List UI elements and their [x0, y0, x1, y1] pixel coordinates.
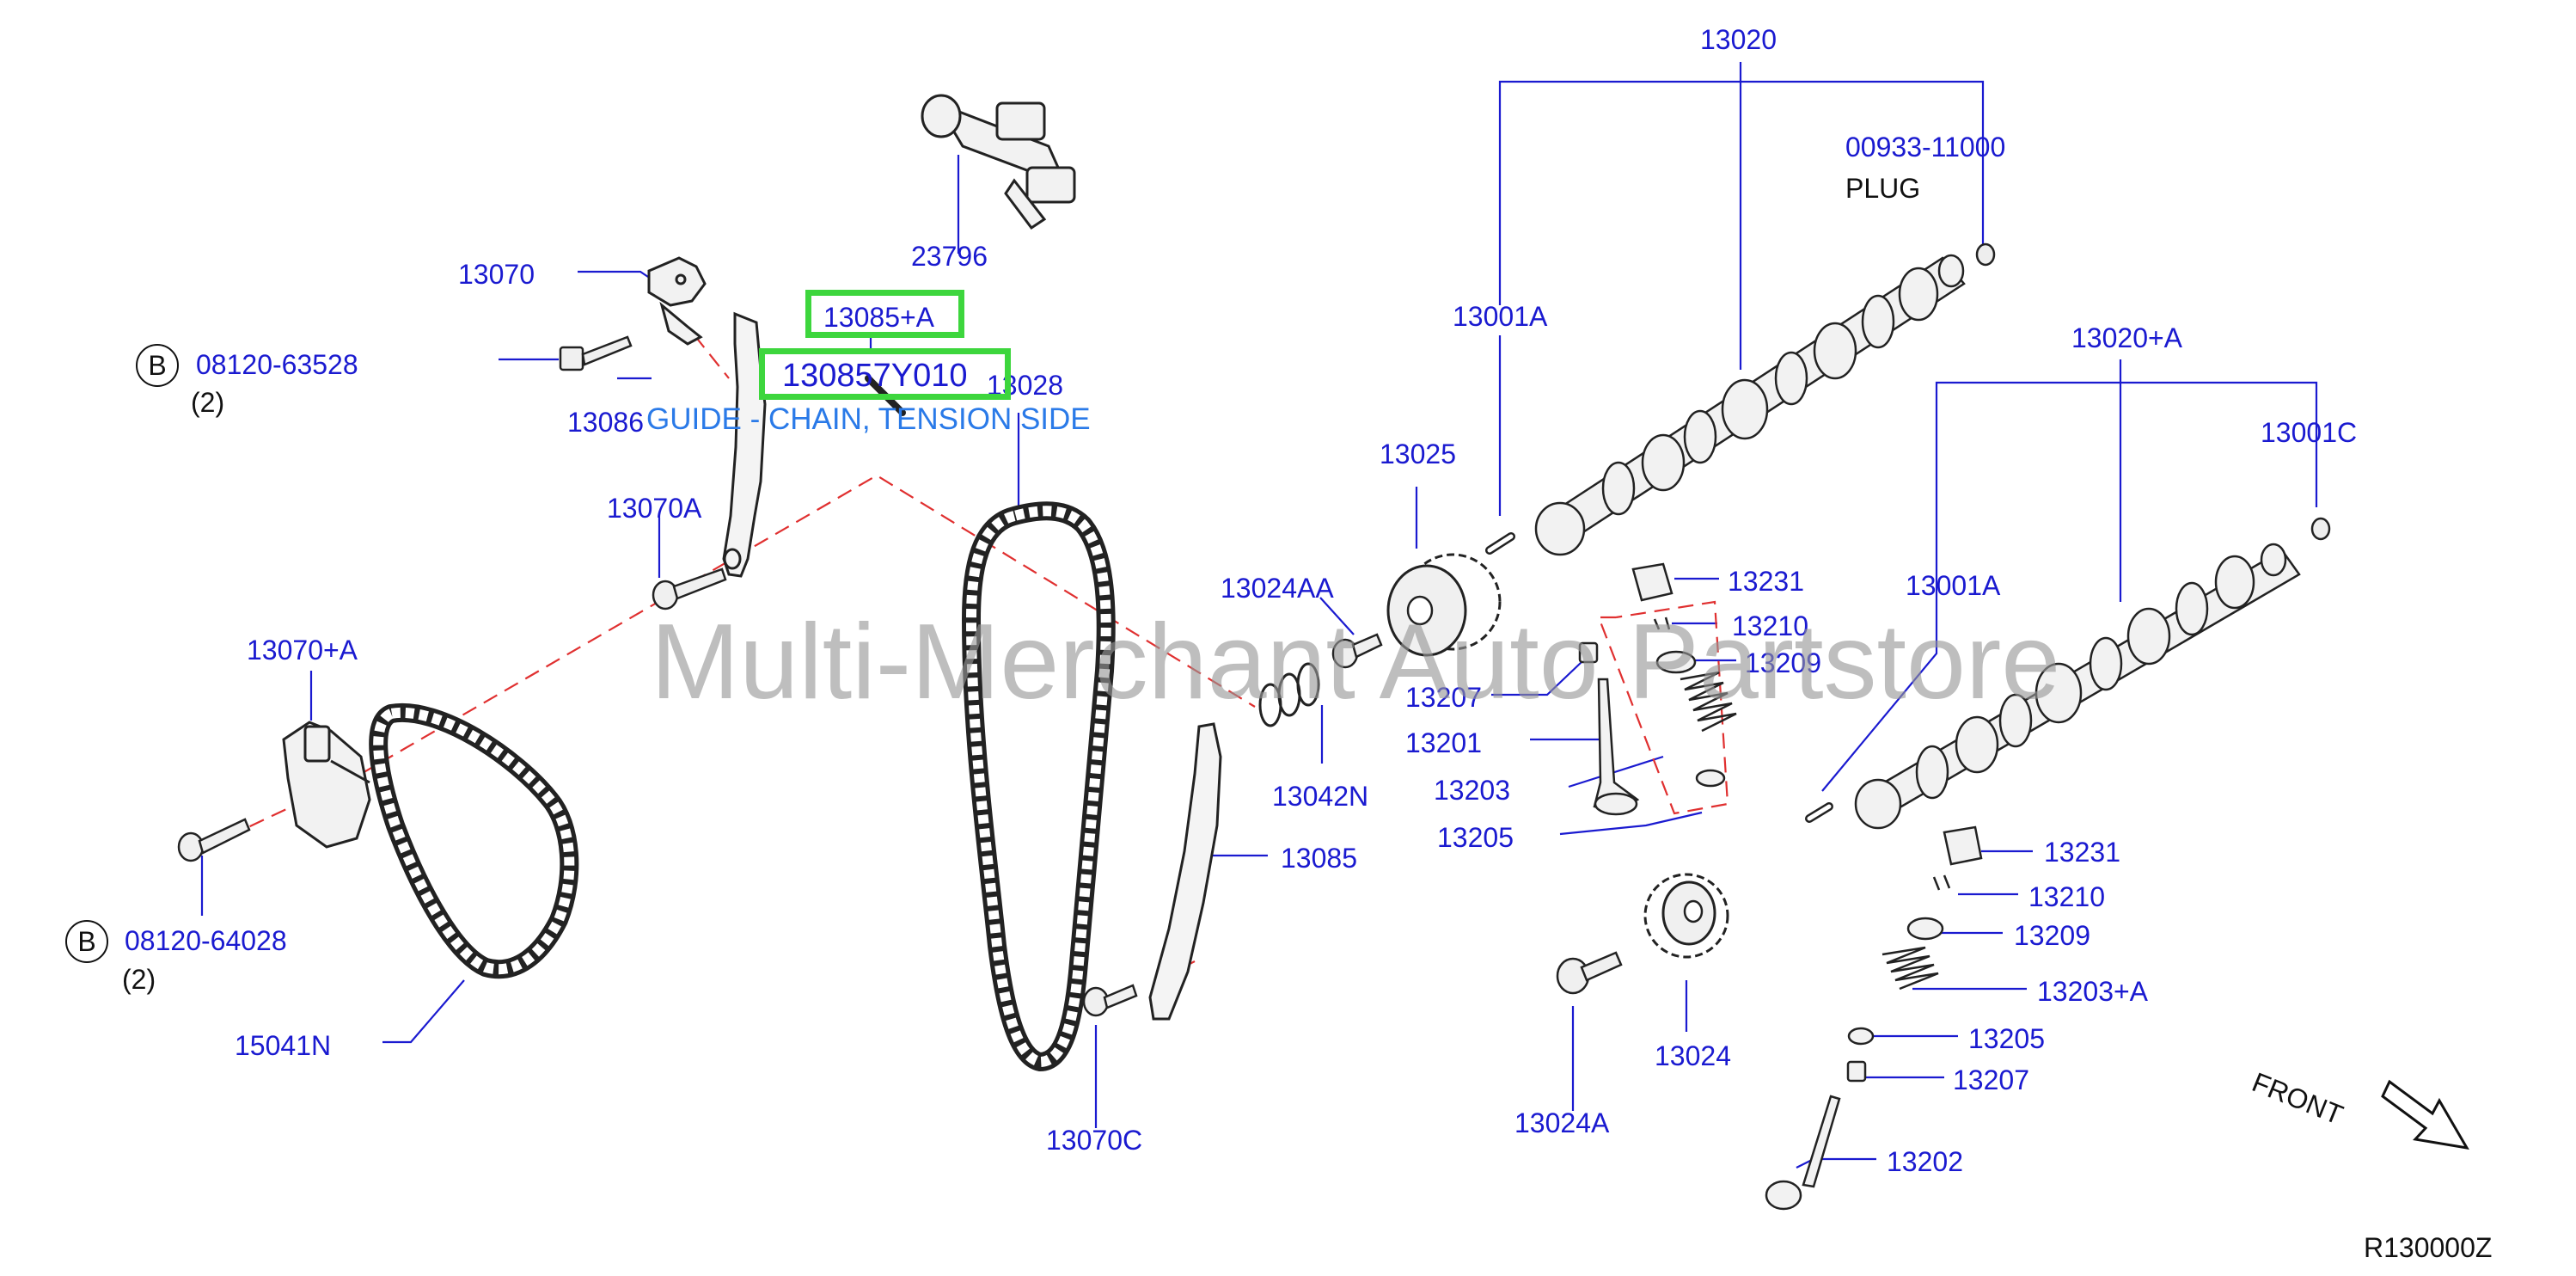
label-13001a-top: 13001A: [1453, 301, 1548, 332]
label-13203a: 13203+A: [2037, 976, 2149, 1007]
dowel-pin-upper: [1485, 532, 1515, 555]
leader-13207-top: [1491, 661, 1582, 696]
chain-13028: [961, 501, 1116, 1072]
bolt-08120-63528: [559, 335, 633, 371]
label-13231-low: 13231: [2044, 837, 2120, 868]
leader-lines: [200, 62, 2318, 1169]
chain-15041n: [369, 702, 579, 979]
label-13210-low: 13210: [2028, 881, 2105, 912]
leader-13070: [578, 270, 654, 281]
label-13086: 13086: [567, 407, 644, 438]
guide-description: GUIDE - CHAIN, TENSION SIDE: [646, 402, 1091, 436]
tensioner-13070: [647, 256, 707, 346]
label-13201: 13201: [1405, 727, 1482, 758]
dash-tensioner: [694, 334, 730, 379]
camshaft-upper: [1534, 254, 1966, 556]
label-13070c: 13070C: [1046, 1125, 1143, 1156]
label-13085: 13085: [1281, 843, 1357, 874]
label-13209-top: 13209: [1745, 647, 1821, 678]
label-08120-63528: 08120-63528: [196, 349, 358, 380]
label-13020: 13020: [1700, 24, 1777, 55]
label-23796: 23796: [911, 241, 988, 272]
label-plug: PLUG: [1845, 173, 1921, 204]
label-13203: 13203: [1434, 775, 1510, 806]
guide-tension-side: [722, 311, 767, 578]
bolt-13070a: [652, 567, 727, 610]
label-13070: 13070: [458, 259, 535, 290]
valve-train-upper: [1578, 562, 1737, 816]
leader-13001a-lower: [1821, 615, 1938, 792]
guide-slack-side: [1148, 722, 1222, 1021]
label-qty-low: (2): [122, 964, 156, 995]
label-13209-low: 13209: [2014, 920, 2090, 951]
camshaft-lower: [1854, 543, 2301, 830]
label-13070pa: 13070+A: [247, 635, 358, 666]
label-13207-low: 13207: [1953, 1064, 2029, 1095]
leader-13020a-bracket: [1935, 381, 2318, 615]
dowel-pin-lower: [1805, 802, 1833, 823]
leader-13024aa: [1319, 597, 1355, 635]
label-13024a: 13024A: [1514, 1107, 1610, 1138]
label-13231-top: 13231: [1728, 566, 1804, 597]
dash-valve-box: [1597, 600, 1729, 815]
o-rings-13042n: [1258, 662, 1320, 727]
sprocket-13025: [1386, 553, 1502, 657]
circle-b-low: B: [65, 920, 108, 963]
label-13024aa: 13024AA: [1221, 573, 1334, 604]
label-13207-top: 13207: [1405, 682, 1482, 713]
label-13025: 13025: [1380, 439, 1456, 469]
highlight-part-13085a[interactable]: 13085+A: [823, 302, 935, 333]
label-08120-64028: 08120-64028: [125, 925, 287, 956]
bolt-13024aa: [1331, 633, 1383, 669]
bolts: [177, 335, 1623, 1017]
label-13210-top: 13210: [1732, 610, 1808, 641]
label-13001c: 13001C: [2261, 417, 2358, 448]
valve-train-lower: [1765, 825, 1983, 1211]
circle-b-top: B: [136, 344, 179, 387]
watermark: Multi-Merchant Auto Partstore: [651, 603, 2061, 721]
label-13024: 13024: [1655, 1040, 1731, 1071]
highlight-box-130857y010[interactable]: 130857Y010: [759, 348, 1011, 400]
bolt-13070c: [1082, 984, 1138, 1017]
label-13205-top: 13205: [1437, 822, 1514, 853]
bolt-08120-64028: [177, 818, 251, 862]
plug-upper: [1975, 242, 1996, 267]
label-qty-top: (2): [191, 387, 225, 418]
label-13001a-lower: 13001A: [1906, 570, 2001, 601]
label-15041n: 15041N: [235, 1030, 332, 1061]
label-00933-11000: 00933-11000: [1845, 132, 2006, 163]
label-13042n: 13042N: [1272, 781, 1369, 812]
label-13070a: 13070A: [607, 493, 702, 524]
label-13020a: 13020+A: [2071, 322, 2183, 353]
plug-lower: [2310, 517, 2331, 541]
highlight-box-13085a[interactable]: 13085+A: [805, 290, 964, 338]
dash-main: [205, 474, 1256, 848]
leader-13205-top: [1559, 811, 1703, 836]
sensor-23796: [921, 94, 1076, 230]
label-13202: 13202: [1887, 1146, 1963, 1177]
leader-13203: [1568, 755, 1664, 788]
label-ref-code: R130000Z: [2364, 1232, 2493, 1263]
label-13205-low: 13205: [1968, 1023, 2045, 1054]
bolt-13024a: [1556, 951, 1623, 995]
tensioner-13070pa: [282, 721, 371, 849]
front-arrow-icon: [2381, 1079, 2469, 1150]
sprocket-13024: [1643, 873, 1729, 959]
leader-15041n: [382, 979, 465, 1044]
highlight-part-130857y010[interactable]: 130857Y010: [782, 358, 968, 394]
